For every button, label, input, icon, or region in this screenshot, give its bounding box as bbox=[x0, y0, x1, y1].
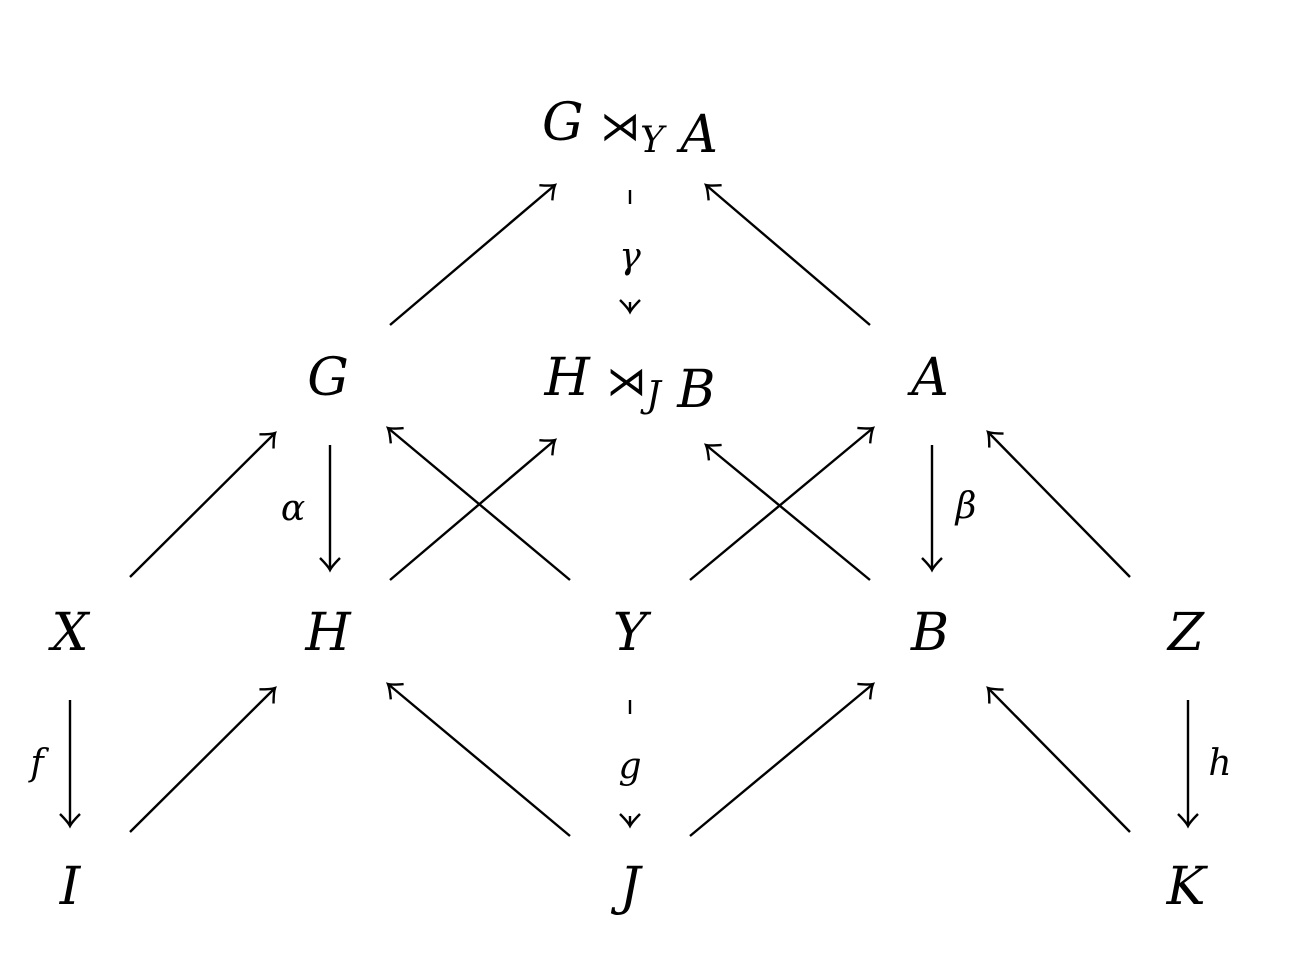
arrow-label: β bbox=[954, 486, 977, 527]
arrow-shaft bbox=[387, 683, 571, 837]
node-Y: Y bbox=[613, 603, 652, 663]
arrow-shaft bbox=[987, 431, 1131, 578]
arrowhead-icon bbox=[619, 813, 641, 829]
arrow-Z-to-A bbox=[986, 430, 1131, 578]
arrow-GYA-to-HJB: γ bbox=[619, 190, 641, 315]
arrow-A-to-B: β bbox=[921, 445, 977, 573]
arrow-shaft bbox=[387, 427, 571, 581]
arrow-shaft bbox=[389, 184, 556, 326]
arrows: γ α β f g h bbox=[27, 183, 1232, 837]
arrow-X-to-I: f bbox=[27, 700, 81, 829]
arrowhead-icon bbox=[539, 183, 558, 201]
arrowhead-icon bbox=[857, 682, 876, 700]
arrowhead-icon bbox=[259, 431, 277, 449]
arrow-label: g bbox=[618, 746, 641, 787]
node-HJB: H ⋊J B bbox=[543, 348, 715, 420]
node-B: B bbox=[910, 603, 949, 663]
arrow-Z-to-K: h bbox=[1177, 700, 1232, 829]
arrowhead-icon bbox=[1177, 813, 1199, 829]
node-X: X bbox=[47, 603, 90, 663]
arrowhead-icon bbox=[619, 299, 641, 315]
arrowhead-icon bbox=[539, 438, 558, 456]
arrow-label: γ bbox=[619, 236, 641, 277]
node-G: G bbox=[307, 348, 349, 408]
arrow-shaft bbox=[689, 427, 874, 581]
arrow-Y-to-J: g bbox=[618, 700, 642, 829]
arrowhead-icon bbox=[857, 426, 876, 444]
node-A: A bbox=[907, 348, 949, 408]
arrow-label: α bbox=[281, 488, 305, 529]
arrowhead-icon bbox=[259, 686, 277, 704]
arrowhead-icon bbox=[921, 557, 943, 573]
arrow-A-to-GYA bbox=[703, 183, 871, 326]
node-J: J bbox=[611, 857, 644, 917]
arrowhead-icon bbox=[986, 686, 1004, 704]
node-Z: Z bbox=[1166, 603, 1205, 663]
arrow-shaft bbox=[705, 184, 871, 326]
arrow-I-to-H bbox=[129, 686, 277, 833]
arrow-shaft bbox=[129, 432, 276, 578]
arrow-J-to-B bbox=[689, 682, 876, 837]
arrow-K-to-B bbox=[986, 686, 1131, 833]
arrowhead-icon bbox=[986, 430, 1004, 448]
node-GYA: G ⋊Y A bbox=[542, 93, 718, 165]
arrow-shaft bbox=[987, 687, 1131, 833]
arrow-Y-to-A bbox=[689, 426, 876, 581]
arrowhead-icon bbox=[703, 183, 722, 201]
arrowhead-icon bbox=[59, 813, 81, 829]
arrowhead-icon bbox=[385, 682, 404, 700]
arrow-H-to-HJB bbox=[389, 438, 558, 581]
arrowhead-icon bbox=[319, 557, 341, 573]
arrow-J-to-H bbox=[385, 682, 571, 837]
arrow-shaft bbox=[705, 444, 871, 581]
arrowhead-icon bbox=[703, 443, 722, 461]
node-K: K bbox=[1166, 857, 1209, 917]
node-I: I bbox=[59, 857, 82, 917]
arrow-B-to-HJB bbox=[703, 443, 871, 581]
arrow-shaft bbox=[129, 687, 276, 833]
arrow-G-to-H: α bbox=[281, 445, 341, 573]
arrow-G-to-GYA bbox=[389, 183, 558, 326]
arrow-X-to-G bbox=[129, 431, 277, 578]
arrow-label: h bbox=[1208, 743, 1231, 784]
arrow-shaft bbox=[389, 439, 556, 581]
arrow-shaft bbox=[689, 683, 874, 837]
arrowhead-icon bbox=[385, 426, 404, 444]
node-H: H bbox=[304, 603, 352, 663]
arrow-Y-to-G bbox=[385, 426, 571, 581]
objects: G ⋊Y A G H ⋊J B A X H Y B Z I J K bbox=[47, 93, 1208, 917]
arrow-label: f bbox=[27, 743, 49, 784]
